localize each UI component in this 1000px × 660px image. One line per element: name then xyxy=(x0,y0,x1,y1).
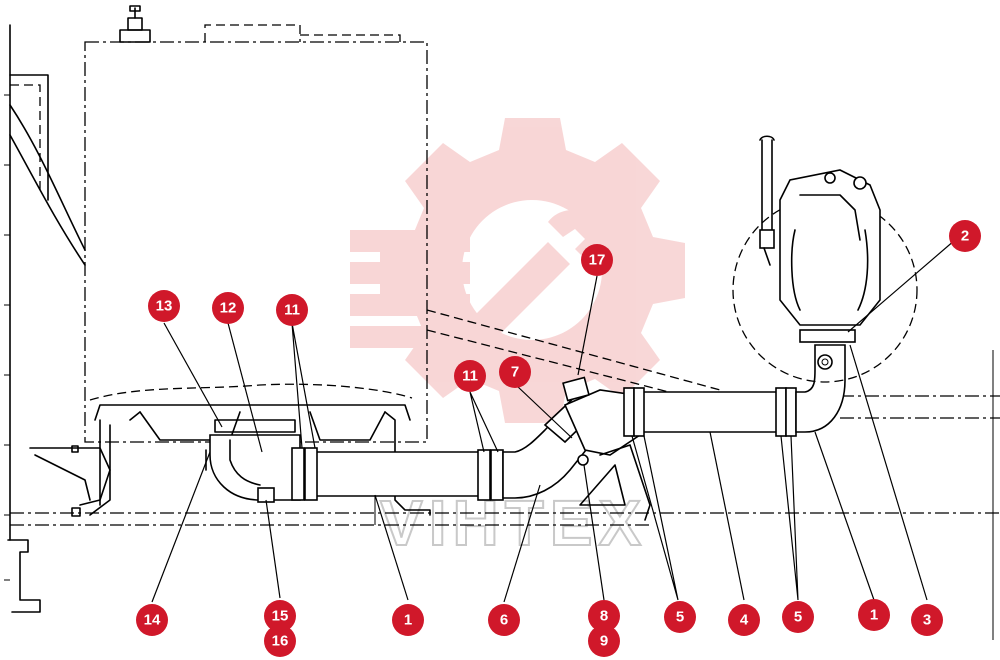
callout-5-right: 5 xyxy=(782,601,814,633)
callout-1-left: 1 xyxy=(392,604,424,636)
svg-text:15: 15 xyxy=(272,608,289,625)
leader-lines xyxy=(151,239,956,603)
svg-text:14: 14 xyxy=(144,612,161,629)
muffler-mount xyxy=(29,383,431,517)
turbocharger xyxy=(732,135,918,383)
svg-text:2: 2 xyxy=(961,228,969,245)
callouts: 13 12 11 11 7 17 2 14 15 16 1 xyxy=(136,220,981,657)
callout-11-left: 11 xyxy=(276,294,308,326)
callout-13: 13 xyxy=(148,290,180,322)
svg-text:7: 7 xyxy=(511,364,519,381)
svg-text:13: 13 xyxy=(156,298,173,315)
callout-9: 9 xyxy=(588,625,620,657)
svg-text:8: 8 xyxy=(600,608,608,625)
frame-rails xyxy=(10,309,1000,640)
callout-16: 16 xyxy=(264,625,296,657)
exhaust-flange xyxy=(562,376,651,521)
svg-text:4: 4 xyxy=(740,612,749,629)
svg-text:17: 17 xyxy=(589,252,606,269)
svg-text:1: 1 xyxy=(870,607,878,624)
callout-4: 4 xyxy=(728,604,760,636)
muffler-elbow xyxy=(205,434,301,503)
svg-text:1: 1 xyxy=(404,612,412,629)
exhaust-elbow-right xyxy=(795,329,856,433)
svg-text:5: 5 xyxy=(794,609,802,626)
exhaust-pipe-right xyxy=(623,387,797,437)
callout-8: 8 xyxy=(588,600,620,632)
svg-text:6: 6 xyxy=(500,612,508,629)
svg-text:9: 9 xyxy=(600,633,608,650)
svg-text:11: 11 xyxy=(462,368,478,385)
exhaust-pipe-left xyxy=(291,447,481,525)
svg-text:5: 5 xyxy=(676,609,684,626)
callout-2: 2 xyxy=(949,220,981,252)
callout-14: 14 xyxy=(136,604,168,636)
callout-7: 7 xyxy=(499,356,531,388)
svg-text:3: 3 xyxy=(923,612,931,629)
callout-17: 17 xyxy=(581,244,613,276)
svg-text:11: 11 xyxy=(284,302,300,319)
fuel-tank-outline xyxy=(84,5,428,443)
svg-text:12: 12 xyxy=(220,300,237,317)
left-wall xyxy=(4,24,86,613)
callout-12: 12 xyxy=(212,292,244,324)
callout-5-left: 5 xyxy=(664,601,696,633)
callout-11-middle: 11 xyxy=(454,360,486,392)
callout-15: 15 xyxy=(264,600,296,632)
svg-text:16: 16 xyxy=(272,633,289,650)
callout-6: 6 xyxy=(488,604,520,636)
callout-3: 3 xyxy=(911,604,943,636)
callout-1-right: 1 xyxy=(858,599,890,631)
